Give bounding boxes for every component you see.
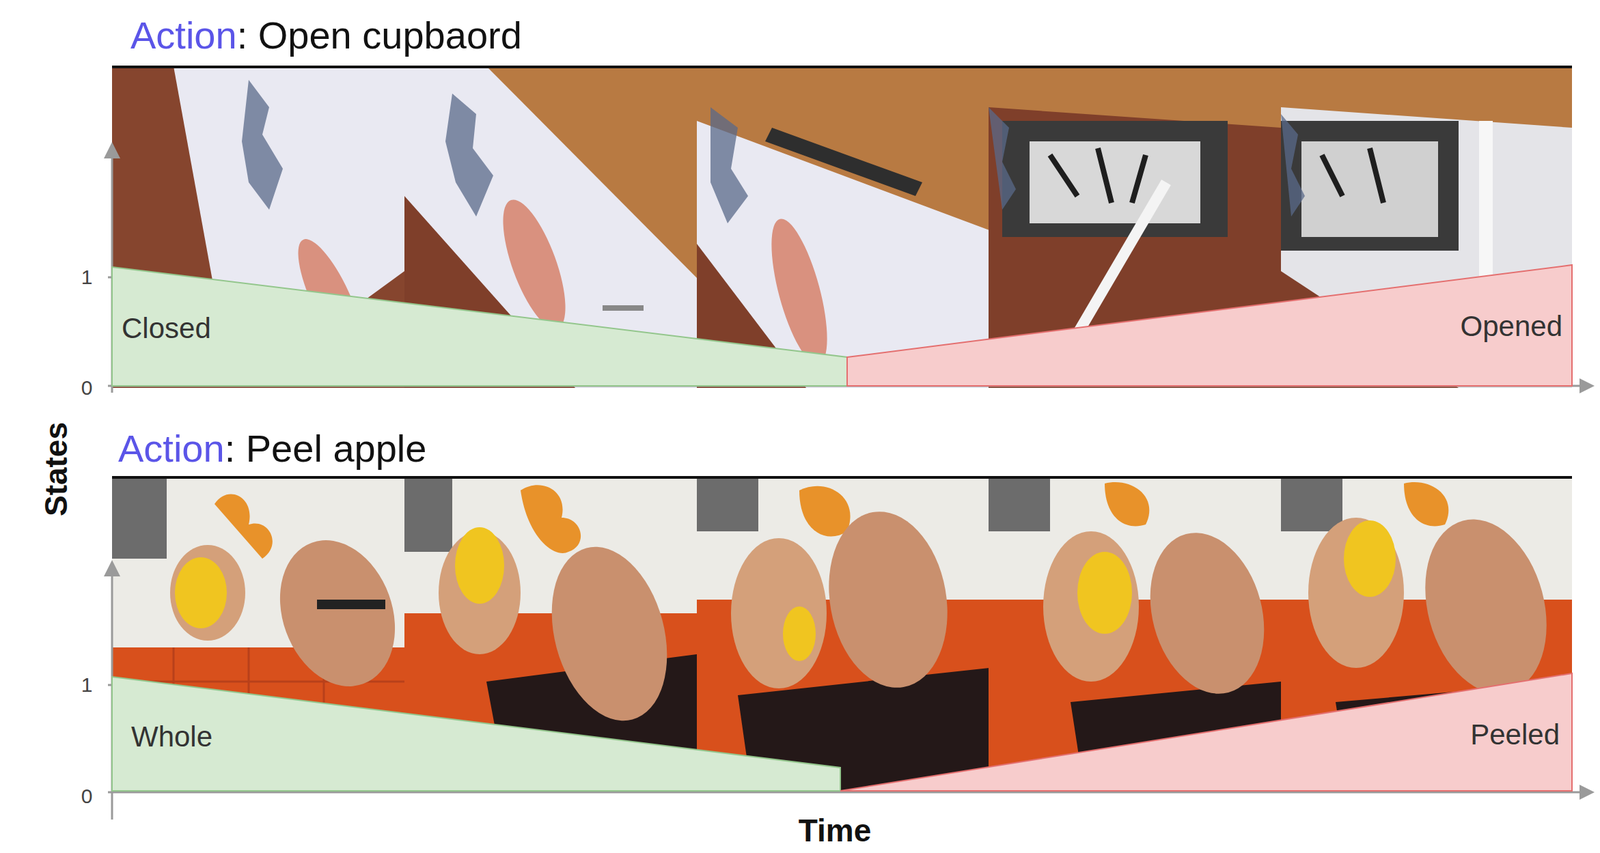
axis-tick: 1	[81, 673, 93, 698]
state-region: Opened	[847, 265, 1572, 386]
state-region: Peeled	[840, 673, 1572, 792]
apple-frames	[112, 476, 1572, 792]
state-label: Closed	[121, 312, 212, 346]
action-name: : Peel apple	[224, 426, 427, 471]
axis-tick: 0	[81, 376, 93, 401]
region-fill	[112, 677, 841, 792]
region-shape	[112, 677, 841, 792]
action-keyword: Action	[130, 13, 238, 58]
axis-tick: 1	[81, 265, 93, 290]
region-fill	[840, 673, 1572, 792]
cupboard-frames	[112, 66, 1572, 389]
state-label: Peeled	[1470, 718, 1560, 752]
region-shape	[112, 267, 848, 386]
axes	[103, 142, 1595, 820]
axis-title: Time	[798, 812, 872, 850]
action-name: : Open cupbaord	[237, 13, 522, 58]
state-label: Whole	[131, 720, 213, 754]
region-shape	[840, 673, 1572, 792]
region-fill	[112, 267, 848, 386]
action-keyword: Action	[118, 426, 225, 471]
axis-tick: 0	[81, 784, 93, 809]
state-region: Whole	[112, 677, 841, 792]
state-label: Opened	[1460, 310, 1563, 343]
region-fill	[847, 265, 1572, 386]
axis-title: States	[38, 422, 75, 517]
state-region: Closed	[112, 267, 848, 386]
